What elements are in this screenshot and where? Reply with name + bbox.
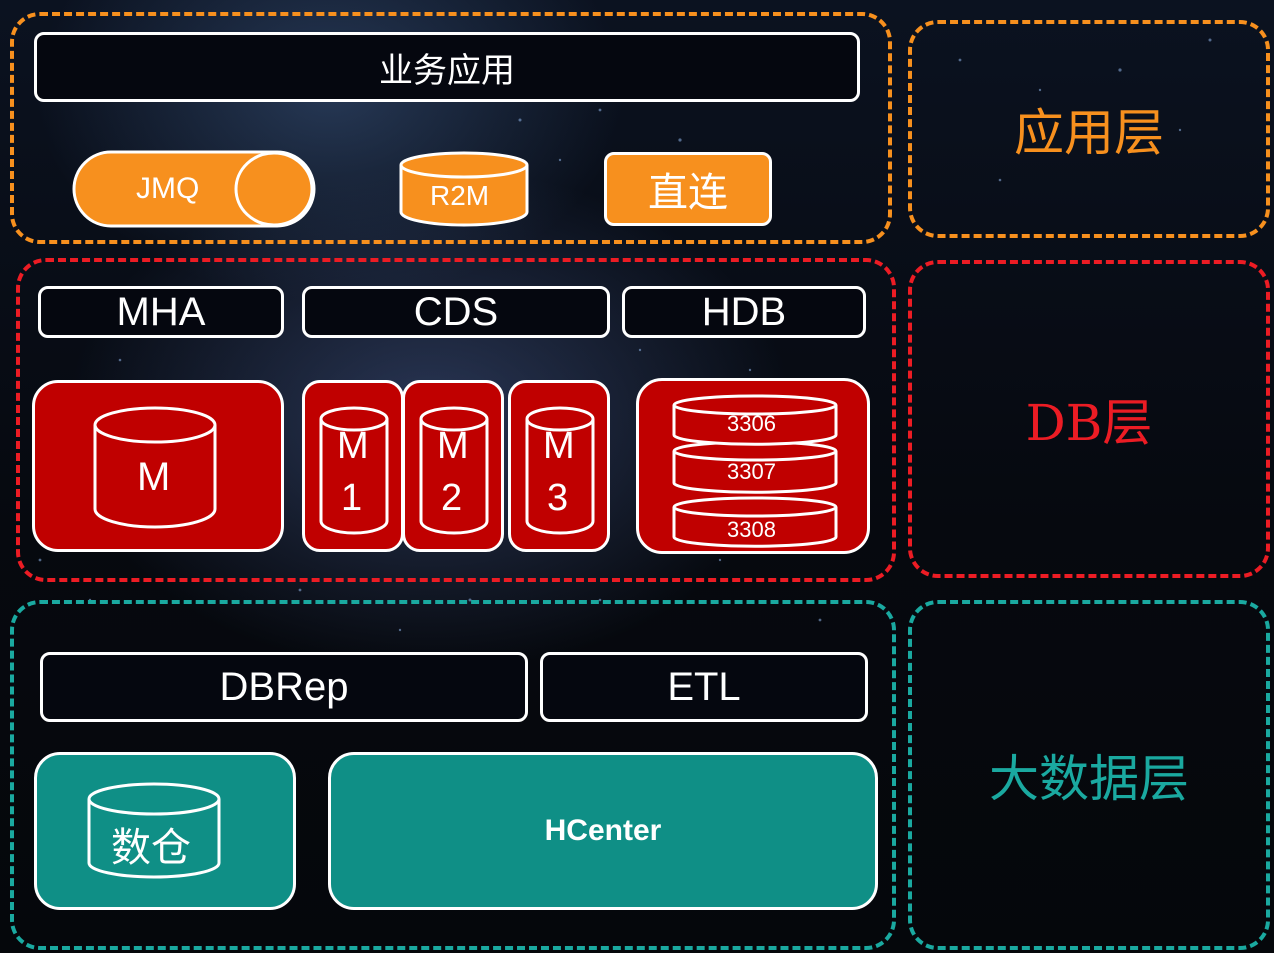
mha-bar: MHA [38,286,284,338]
cds-label: CDS [413,289,499,334]
r2m-label: R2M [430,180,490,211]
direct-connect-box: 直连 [604,152,772,226]
hdb-instances-box: 3306 3307 3308 [636,378,870,554]
jmq-label: JMQ [136,172,200,205]
cds-shard-2-bottom: 2 [441,477,463,519]
etl-bar: ETL [540,652,868,722]
bigdata-layer-title: 大数据层 [989,750,1189,808]
cds-shard-1-bottom: 1 [341,477,363,519]
hdb-label: HDB [701,289,787,334]
cds-shard-box-3: M 3 [508,380,610,552]
app-layer-frame [10,12,892,244]
cds-shard-box-1: M 1 [302,380,404,552]
hcenter-label: HCenter [544,814,662,847]
cds-shard-box-2: M 2 [402,380,504,552]
data-warehouse-box: 数仓 [34,752,296,910]
db-layer-label-frame: DB层 [908,260,1270,578]
db-layer-frame [16,258,896,582]
bigdata-layer-label-frame: 大数据层 [908,600,1270,950]
business-app-label: 业务应用 [379,50,515,91]
cds-shard-3-top: M [543,425,575,467]
hdb-port-3308: 3308 [727,517,776,542]
mha-master-label: M [137,455,171,499]
cds-shard-3-bottom: 3 [547,477,569,519]
etl-label: ETL [667,664,741,709]
hdb-port-3306: 3306 [727,411,776,436]
app-layer-title: 应用层 [1014,104,1164,162]
db-layer-title: DB层 [1025,394,1153,452]
data-warehouse-label: 数仓 [111,825,191,871]
hdb-bar: HDB [622,286,866,338]
cds-shard-2-top: M [437,425,469,467]
bigdata-layer-frame [10,600,896,950]
business-app-bar: 业务应用 [34,32,860,102]
hdb-port-3307: 3307 [727,459,776,484]
mha-master-box: M [32,380,284,552]
dbrep-bar: DBRep [40,652,528,722]
cds-shard-1-top: M [337,425,369,467]
hcenter-box: HCenter [328,752,878,910]
app-layer-label-frame: 应用层 [908,20,1270,238]
mha-label: MHA [116,289,206,334]
direct-connect-label: 直连 [648,170,728,216]
dbrep-label: DBRep [219,664,349,709]
jmq-queue: JMQ [72,150,316,228]
cds-bar: CDS [302,286,610,338]
r2m-cache: R2M [398,150,530,228]
